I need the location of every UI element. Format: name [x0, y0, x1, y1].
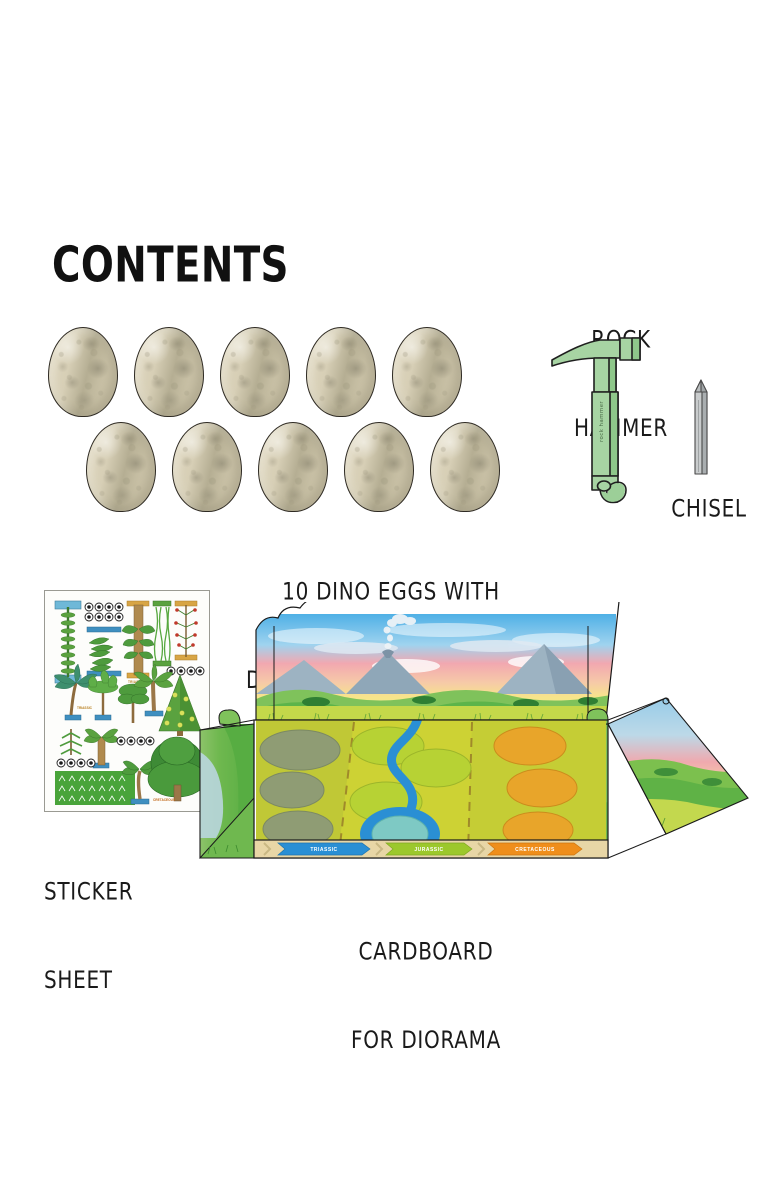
hammer-brand-text: rock hammer: [599, 401, 605, 442]
cardboard-caption-line1: CARDBOARD: [358, 937, 494, 966]
dino-egg[interactable]: [172, 422, 242, 512]
sticker-sheet-caption-line1: STICKER: [44, 877, 134, 906]
sticker-sheet[interactable]: TRIASSIC: [44, 590, 210, 812]
dino-egg[interactable]: [392, 327, 462, 417]
timeline-bands: [263, 842, 583, 856]
dino-egg[interactable]: [306, 327, 376, 417]
sticker-redwood-tree: CRETACEOUS: [147, 736, 207, 802]
diorama-left-flap: [198, 709, 255, 859]
sticker-grass-tuft-panel: [55, 771, 135, 805]
sticker-sheet-caption: STICKER SHEET: [44, 818, 194, 1054]
dino-egg[interactable]: [220, 327, 290, 417]
sticker-label-triassic: TRIASSIC: [77, 706, 93, 710]
cardboard-diorama[interactable]: TRIASSIC JURASSIC CRETACEOUS: [196, 602, 766, 874]
dino-egg[interactable]: [86, 422, 156, 512]
dino-egg[interactable]: [48, 327, 118, 417]
band-label-cretaceous: CRETACEOUS: [515, 847, 555, 853]
eggs-caption-line1: 10 DINO EGGS WITH: [282, 577, 500, 606]
sticker-palm-short: [83, 728, 120, 769]
chisel-icon[interactable]: [690, 378, 712, 478]
band-triassic: [277, 842, 371, 856]
dino-egg[interactable]: [344, 422, 414, 512]
sticker-eye-dots-third: [116, 736, 155, 746]
diorama-floor: TRIASSIC JURASSIC CRETACEOUS: [199, 697, 667, 859]
sticker-bottom-palm: [121, 760, 158, 805]
band-label-jurassic: JURASSIC: [414, 847, 443, 853]
sticker-holly-conifer: [158, 674, 202, 736]
rock-hammer-icon[interactable]: rock hammer: [548, 330, 658, 520]
dino-egg[interactable]: [430, 422, 500, 512]
dino-egg[interactable]: [134, 327, 204, 417]
sticker-vine-strip: [152, 600, 172, 667]
sticker-flowering-shrub: [174, 600, 198, 661]
dino-egg[interactable]: [258, 422, 328, 512]
diorama-back-panel: [255, 602, 620, 721]
band-label-triassic: TRIASSIC: [310, 847, 337, 853]
chisel-caption: CHISEL: [671, 494, 747, 523]
sticker-sheet-caption-line2: SHEET: [44, 965, 113, 994]
band-jurassic: [385, 842, 473, 856]
sticker-sheet-artwork: TRIASSIC: [49, 595, 207, 809]
band-cretaceous: [487, 842, 583, 856]
cardboard-caption: CARDBOARD FOR DIORAMA: [336, 878, 516, 1114]
sticker-fern-cluster: [86, 626, 122, 677]
page-title: CONTENTS: [52, 237, 289, 294]
sticker-label-cretaceous: CRETACEOUS: [153, 798, 175, 802]
sticker-eye-dots-fourth: [56, 758, 96, 768]
cardboard-caption-line2: FOR DIORAMA: [351, 1025, 501, 1054]
sticker-fan-palm: [133, 663, 174, 717]
sticker-cycad-short: [59, 729, 83, 755]
rock-hammer-caption-line2: HAMMER: [574, 413, 668, 442]
svg-text:rock hammer: rock hammer: [599, 401, 605, 442]
sticker-ginkgo-tree: [87, 669, 119, 721]
sticker-eye-dots: [84, 602, 124, 622]
volcano-smoke: [383, 614, 416, 649]
